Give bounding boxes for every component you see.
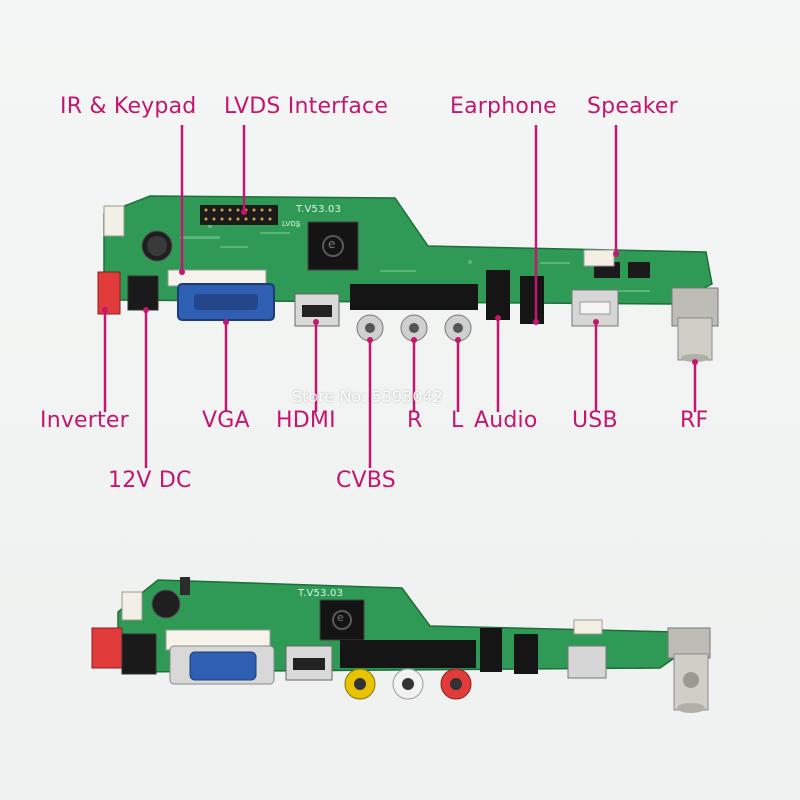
label-12v-dc: 12V DC [108, 468, 192, 493]
label-lvds-interface: LVDS Interface [224, 94, 389, 119]
lvds-header [200, 205, 278, 225]
top-inverter-connector [97, 271, 121, 315]
top-power-connector [103, 205, 125, 237]
label-audio: Audio [474, 408, 538, 433]
label-usb: USB [572, 408, 618, 433]
top-main-chip [307, 221, 359, 271]
label-ir-keypad: IR & Keypad [60, 94, 197, 119]
bottom-model-silk: T.V53.03 [298, 588, 344, 599]
store-watermark: Store No: 5393042 [292, 387, 443, 406]
label-speaker: Speaker [587, 94, 678, 119]
bottom-inverter-connector [91, 627, 123, 669]
label-earphone: Earphone [450, 94, 557, 119]
leader-lines [102, 125, 698, 468]
bottom-usb-port [567, 645, 607, 679]
bottom-dc-jack [121, 633, 157, 675]
top-audio-jack [486, 270, 510, 320]
label-rf: RF [680, 408, 709, 433]
top-chip-logo: e [328, 237, 336, 251]
bottom-board [91, 577, 711, 713]
label-l: L [451, 408, 464, 433]
label-cvbs: CVBS [336, 468, 396, 493]
top-rca-jacks [356, 314, 472, 342]
label-inverter: Inverter [40, 408, 129, 433]
top-model-silk: T.V53.03 [296, 204, 342, 215]
top-lvds-silk: LVDS [282, 220, 301, 228]
label-r: R [407, 408, 423, 433]
label-vga: VGA [202, 408, 250, 433]
bottom-rf-connector [667, 627, 711, 659]
bottom-chip-logo: e [337, 611, 344, 624]
top-dc-jack [127, 275, 159, 311]
bottom-rca-jacks [344, 668, 472, 700]
top-earphone-jack [520, 276, 544, 324]
top-rca-block [350, 284, 478, 310]
top-board [97, 195, 719, 362]
label-hdmi: HDMI [276, 408, 336, 433]
top-speaker-connector [583, 249, 615, 267]
